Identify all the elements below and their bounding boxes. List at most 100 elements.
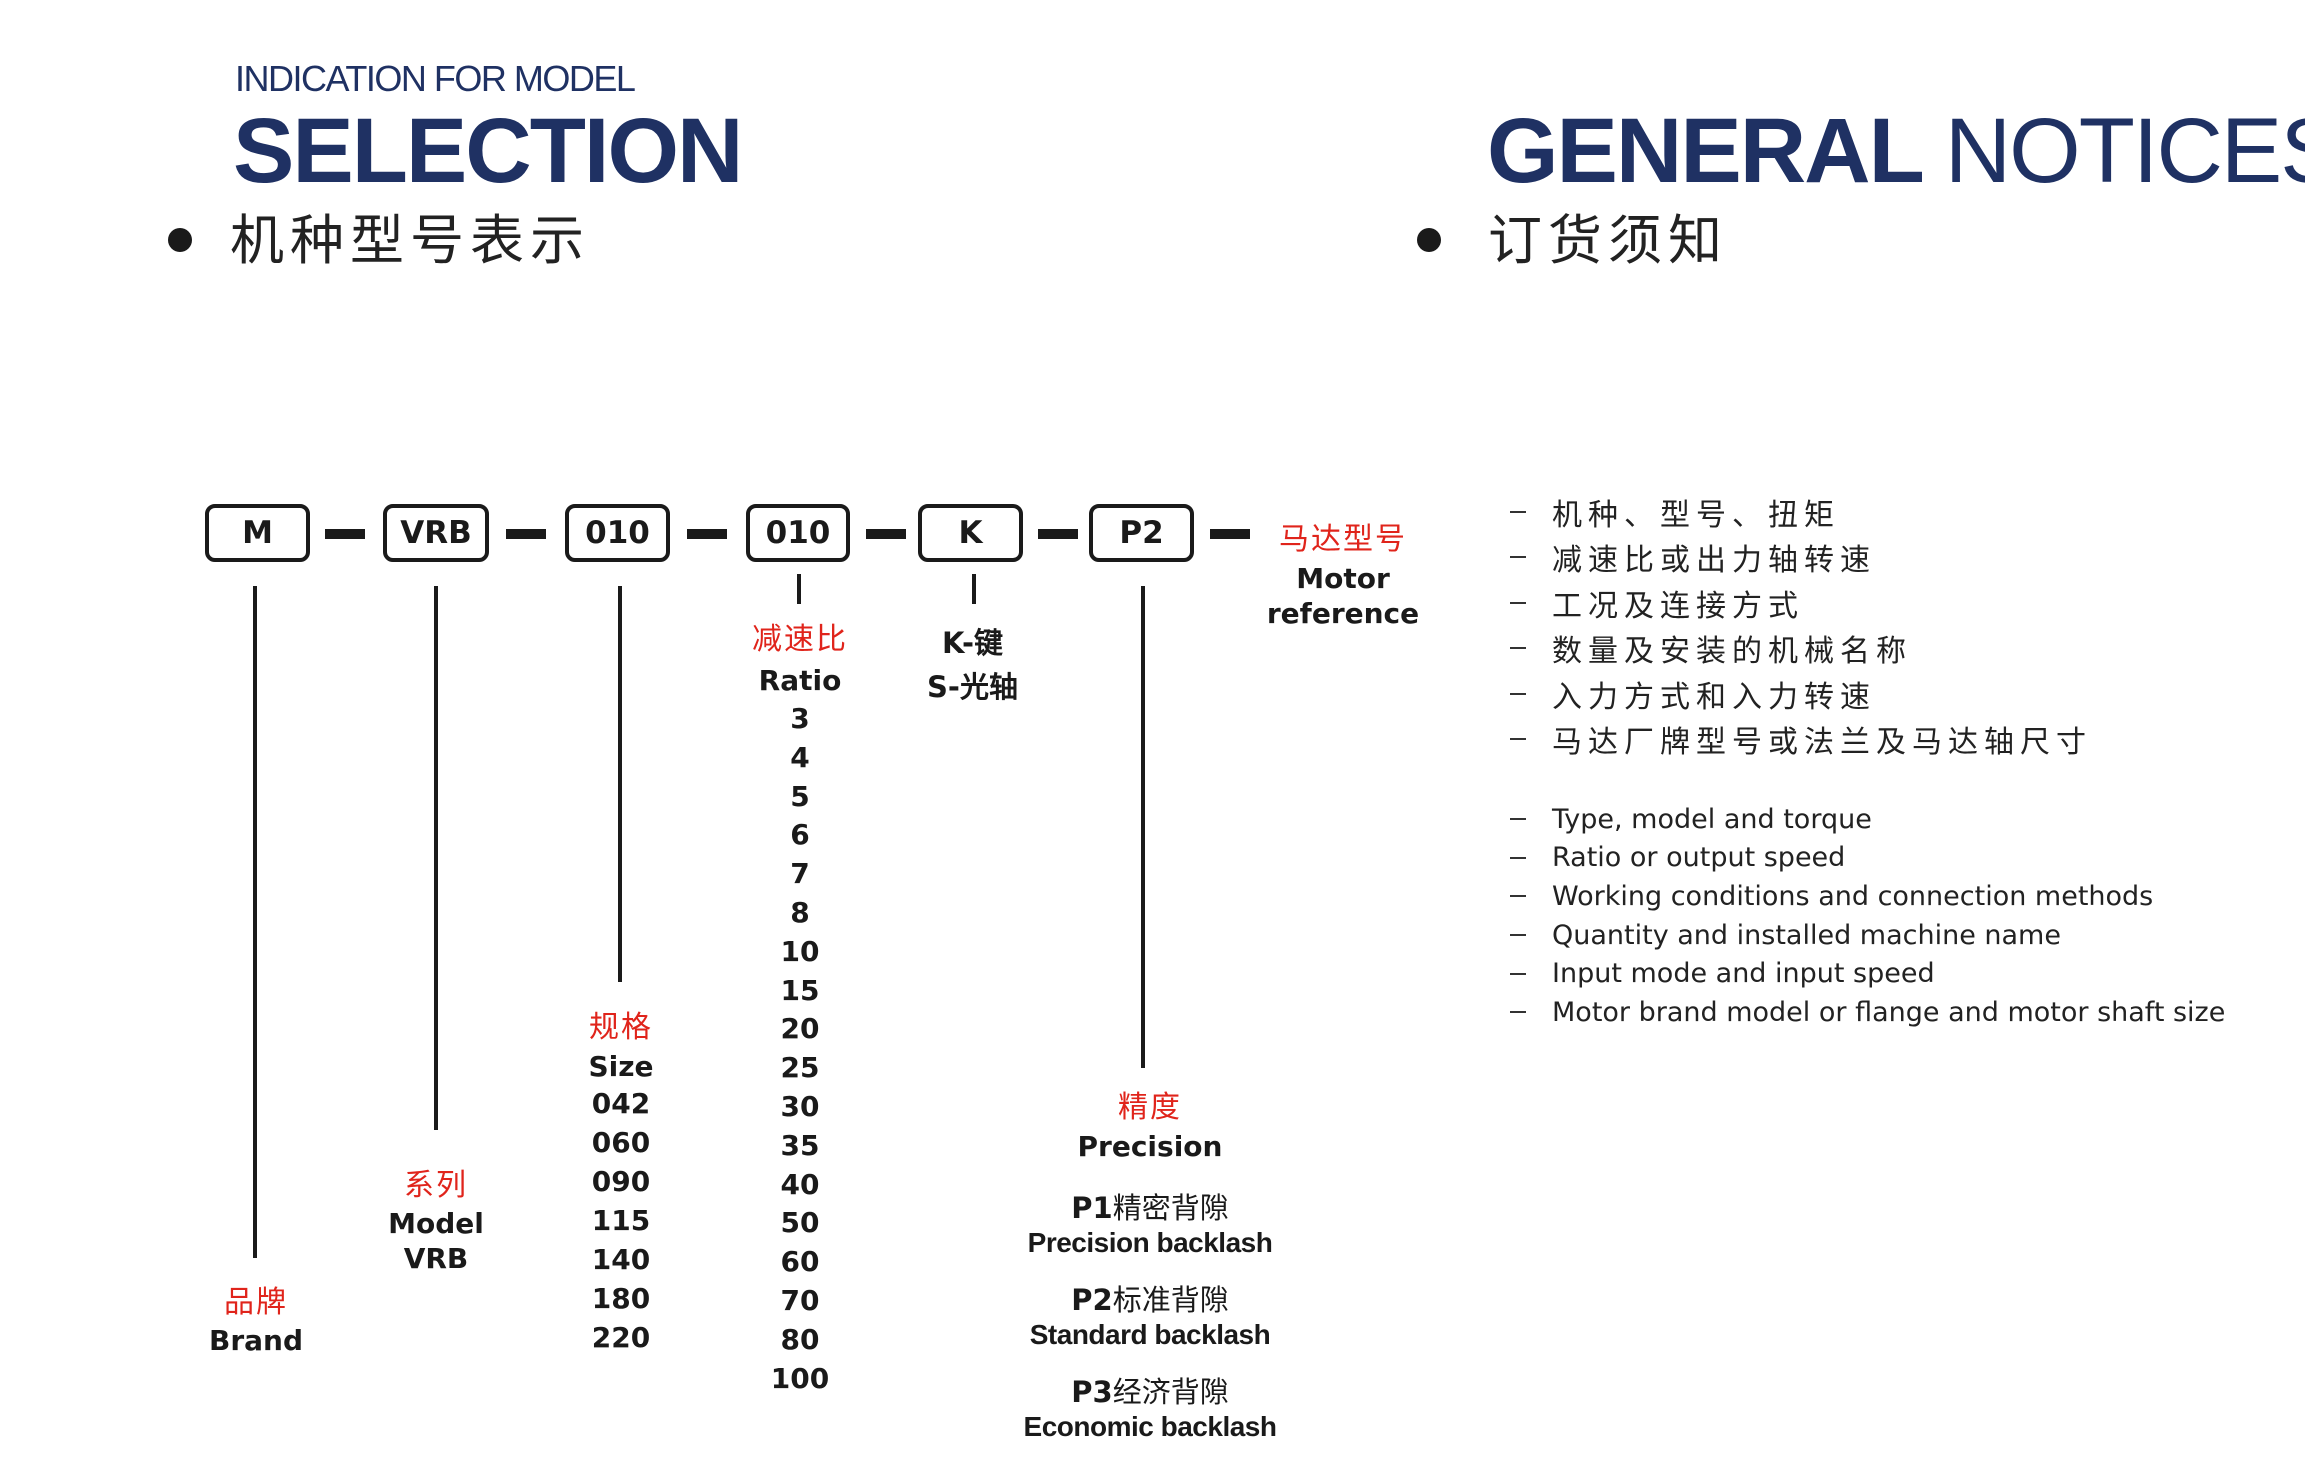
dash-icon <box>1510 895 1526 898</box>
dash-icon <box>1510 1011 1526 1014</box>
list-item: Ratio or output speed <box>1510 839 2225 878</box>
precision-en: Standard backlash <box>1029 1319 1271 1350</box>
list-item: Type, model and torque <box>1510 800 2225 839</box>
precision-cn: 精密背隙 <box>1112 1191 1229 1225</box>
dash-icon <box>1510 972 1526 975</box>
bullet-icon <box>168 228 192 252</box>
list-item: Input mode and input speed <box>1510 954 2225 993</box>
ratio-value: 5 <box>790 779 810 813</box>
bullet-icon <box>1417 228 1441 252</box>
shaft-s-label: S-光轴 <box>927 670 1018 704</box>
dash-icon <box>1510 692 1526 695</box>
code-box-shaft: K <box>918 504 1023 562</box>
selection-heading: SELECTION <box>233 100 743 202</box>
brand-group: 品牌 Brand <box>200 1277 312 1357</box>
selection-subtitle: 机种型号表示 <box>230 209 590 272</box>
series-value: VRB <box>403 1242 469 1275</box>
ratio-label-en: Ratio <box>758 664 842 697</box>
precision-label-en: Precision <box>1077 1130 1223 1163</box>
code-box-precision: P2 <box>1089 504 1194 562</box>
brand-label-cn: 品牌 <box>224 1285 288 1320</box>
size-value: 042 <box>591 1087 651 1120</box>
dash-icon <box>1510 738 1526 741</box>
motor-label-en-1: Motor <box>1296 562 1390 595</box>
size-value: 140 <box>591 1243 651 1276</box>
motor-reference-group: 马达型号 Motor reference <box>1262 514 1424 630</box>
size-value: 180 <box>591 1282 651 1315</box>
size-group: 规格 Size 042 060 090 115 140 180 220 <box>565 1002 677 1357</box>
precision-code: P1 <box>1071 1191 1113 1225</box>
ratio-label-cn: 减速比 <box>752 622 848 657</box>
precision-en: Economic backlash <box>1023 1411 1277 1442</box>
code-box-size: 010 <box>565 504 670 562</box>
ratio-group: 减速比 Ratio 3 4 5 6 7 8 10 15 20 25 30 35 … <box>740 614 860 1398</box>
list-item: 入力方式和入力转速 <box>1510 671 2092 717</box>
precision-code: P2 <box>1071 1283 1113 1317</box>
notices-en-list: Type, model and torque Ratio or output s… <box>1510 800 2225 1032</box>
precision-group: 精度 Precision P1精密背隙 Precision backlash P… <box>1010 1082 1290 1461</box>
dash-icon <box>1510 510 1526 513</box>
dash-icon <box>1510 601 1526 604</box>
code-box-brand: M <box>205 504 310 562</box>
dash-icon <box>1510 556 1526 559</box>
connector-line-size <box>618 586 622 982</box>
ratio-value: 80 <box>780 1322 820 1356</box>
shaft-group: K-键 S-光轴 <box>910 620 1035 706</box>
ratio-value: 7 <box>790 857 810 891</box>
ratio-value: 40 <box>780 1167 820 1201</box>
connector-line-series <box>434 586 438 1130</box>
series-label-en: Model <box>388 1207 484 1240</box>
list-item: Quantity and installed machine name <box>1510 916 2225 955</box>
connector-line-shaft <box>972 574 976 604</box>
motor-label-en-2: reference <box>1266 597 1420 630</box>
code-dash <box>506 529 546 539</box>
ratio-value: 3 <box>790 702 810 735</box>
precision-item: P1精密背隙 Precision backlash <box>1028 1185 1273 1259</box>
ratio-value: 6 <box>790 818 810 852</box>
ratio-value: 20 <box>780 1012 820 1046</box>
precision-label-cn: 精度 <box>1118 1090 1182 1125</box>
ratio-value: 30 <box>780 1089 820 1123</box>
code-dash <box>1038 529 1078 539</box>
selection-small-heading: INDICATION FOR MODEL <box>235 58 636 99</box>
notices-heading-bold: GENERAL <box>1487 100 1923 202</box>
list-item: 机种、型号、扭矩 <box>1510 489 2092 535</box>
size-label-cn: 规格 <box>589 1010 653 1045</box>
size-value: 115 <box>591 1204 651 1237</box>
ratio-value: 4 <box>790 740 810 774</box>
list-item: Working conditions and connection method… <box>1510 877 2225 916</box>
code-box-ratio: 010 <box>746 504 850 562</box>
ratio-value: 35 <box>780 1128 820 1162</box>
code-dash <box>687 529 727 539</box>
list-item: 工况及连接方式 <box>1510 580 2092 626</box>
ratio-value: 50 <box>780 1206 820 1240</box>
connector-line-precision <box>1141 586 1145 1068</box>
notices-cn-list: 机种、型号、扭矩 减速比或出力轴转速 工况及连接方式 数量及安装的机械名称 入力… <box>1510 489 2092 762</box>
precision-cn: 标准背隙 <box>1112 1283 1229 1317</box>
dash-icon <box>1510 818 1526 821</box>
ratio-value: 10 <box>780 934 820 968</box>
list-item: 马达厂牌型号或法兰及马达轴尺寸 <box>1510 717 2092 763</box>
notices-subtitle: 订货须知 <box>1488 209 1728 272</box>
ratio-value: 70 <box>780 1283 820 1317</box>
ratio-value: 8 <box>790 895 810 929</box>
code-dash <box>866 529 906 539</box>
precision-item: P2标准背隙 Standard backlash <box>1029 1277 1271 1351</box>
motor-label-cn: 马达型号 <box>1279 522 1407 557</box>
size-value: 090 <box>591 1165 651 1198</box>
list-item: 减速比或出力轴转速 <box>1510 535 2092 581</box>
ratio-value: 60 <box>780 1245 820 1279</box>
code-dash <box>325 529 365 539</box>
precision-cn: 经济背隙 <box>1112 1375 1229 1409</box>
precision-en: Precision backlash <box>1027 1227 1273 1258</box>
notices-heading: GENERAL NOTICES <box>1487 105 2305 197</box>
size-label-en: Size <box>588 1050 654 1083</box>
size-value: 060 <box>591 1126 651 1159</box>
dash-icon <box>1510 934 1526 937</box>
series-group: 系列 Model VRB <box>380 1160 492 1275</box>
size-value: 220 <box>591 1321 651 1354</box>
ratio-value: 15 <box>780 973 820 1007</box>
code-box-series: VRB <box>383 504 489 562</box>
notices-heading-light: NOTICES <box>1944 100 2305 202</box>
dash-icon <box>1510 856 1526 859</box>
